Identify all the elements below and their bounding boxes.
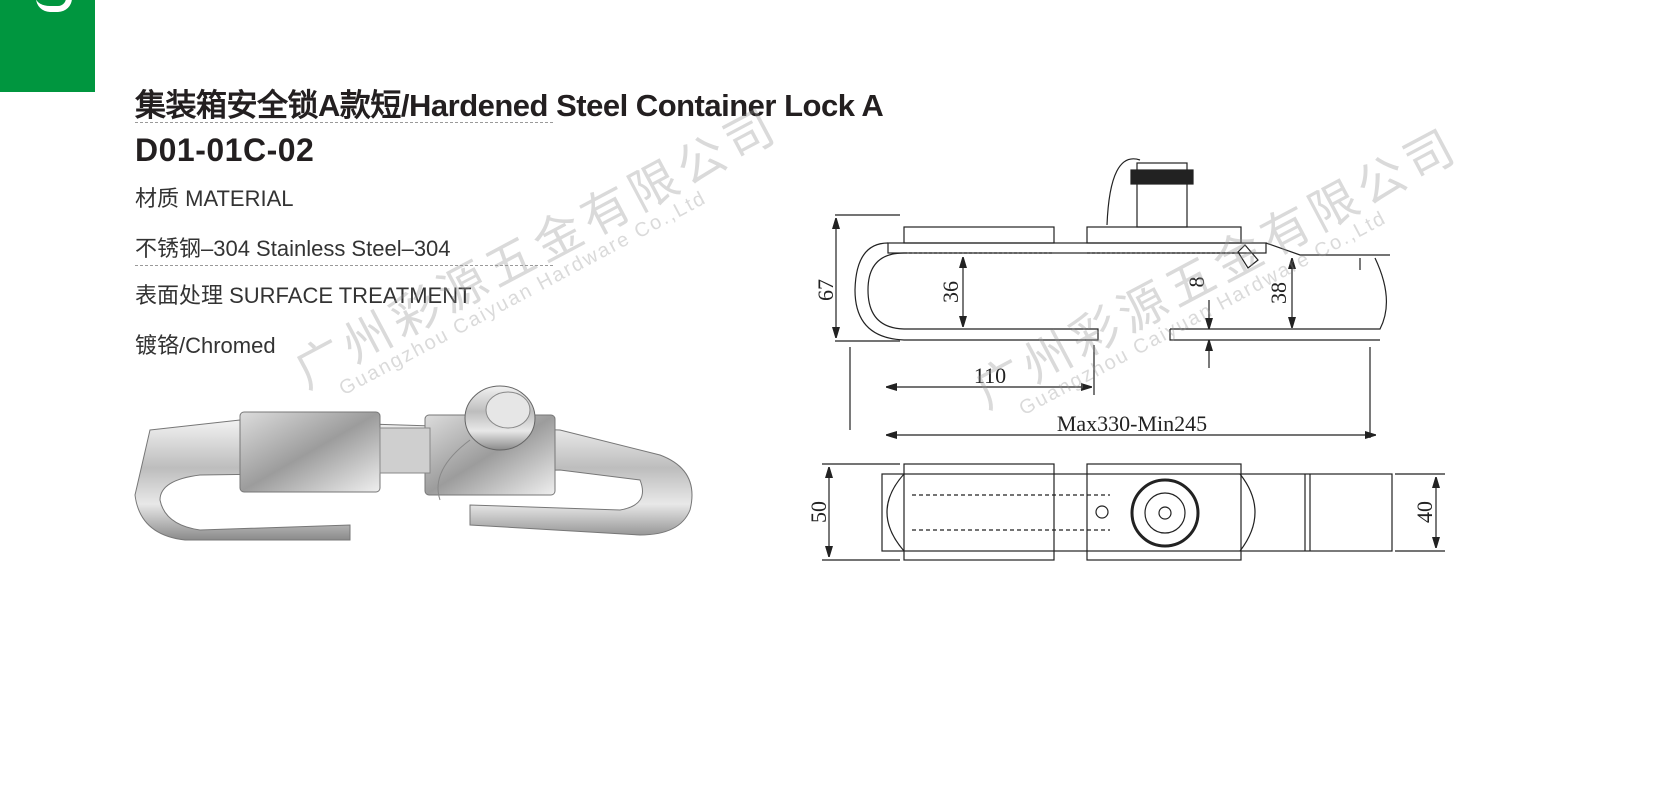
divider — [135, 265, 553, 266]
dim-inner: 36 — [938, 281, 963, 303]
dim-length: Max330-Min245 — [1057, 411, 1207, 436]
dim-hook: 110 — [974, 363, 1006, 388]
dim-gap: 8 — [1184, 277, 1209, 288]
dim-width-right: 40 — [1412, 501, 1437, 523]
page-title: 集装箱安全锁A款短/Hardened Steel Container Lock … — [135, 88, 884, 123]
surface-label: 表面处理 SURFACE TREATMENT — [135, 283, 472, 308]
dim-right: 38 — [1266, 282, 1291, 304]
surface-value: 镀铬/Chromed — [135, 333, 276, 358]
dim-height: 67 — [813, 279, 838, 301]
section-color-block — [0, 0, 95, 92]
material-label: 材质 MATERIAL — [135, 186, 294, 211]
divider — [135, 122, 553, 123]
dim-width-left: 50 — [806, 501, 831, 523]
material-value: 不锈钢–304 Stainless Steel–304 — [135, 236, 451, 261]
product-code: D01-01C-02 — [135, 132, 315, 168]
